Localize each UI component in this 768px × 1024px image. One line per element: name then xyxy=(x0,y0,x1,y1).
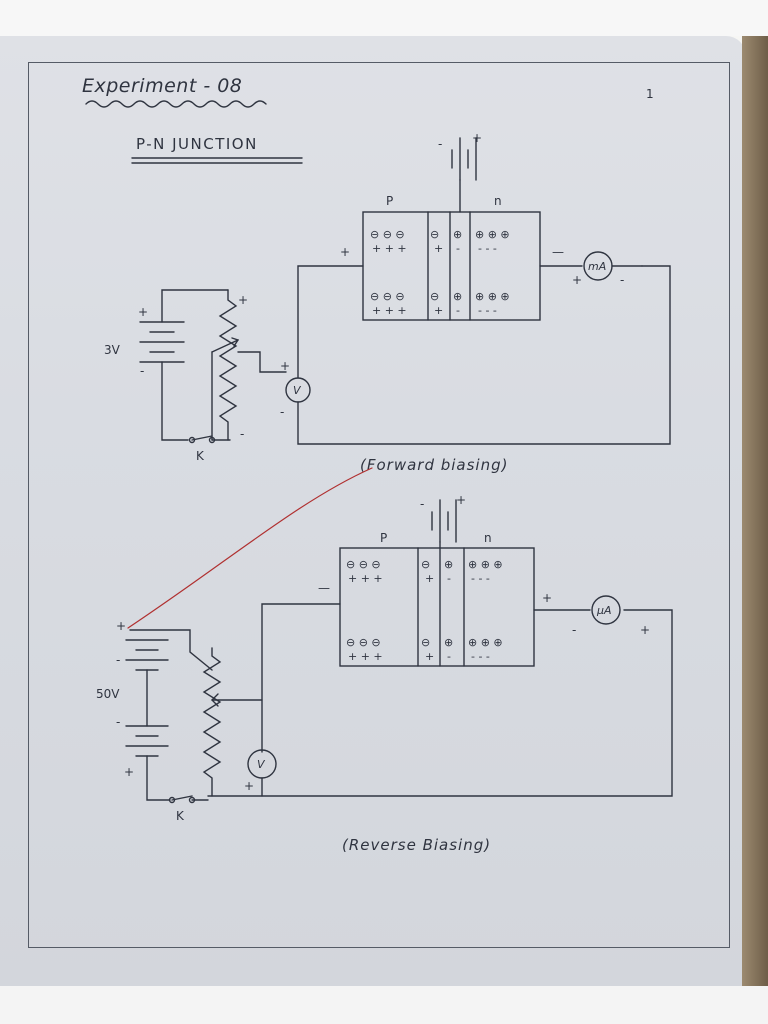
reverse-battery-icon: + - - + 50V xyxy=(96,619,213,801)
svg-text:⊖ ⊖ ⊖: ⊖ ⊖ ⊖ xyxy=(346,636,381,649)
reverse-n-label: n xyxy=(484,531,492,545)
svg-text:+: + xyxy=(542,591,552,605)
forward-n-label: n xyxy=(494,194,502,208)
svg-text:+ + +: + + + xyxy=(348,650,383,663)
forward-pn-junction: ⊖ ⊖ ⊖⊖⊕⊕ ⊕ ⊕ + + ++-- - - ⊖ ⊖ ⊖⊖⊕⊕ ⊕ ⊕ +… xyxy=(340,194,564,321)
svg-text:+: + xyxy=(280,359,290,373)
reverse-bias-circuit: - + ⊖ ⊖ ⊖⊖⊕⊕ ⊕ ⊕ + + ++-- - - ⊖ ⊖ ⊖⊖⊕⊕ ⊕… xyxy=(96,493,673,823)
svg-text:-: - xyxy=(456,242,460,255)
reverse-pn-junction: ⊖ ⊖ ⊖⊖⊕⊕ ⊕ ⊕ + + ++-- - - ⊖ ⊖ ⊖⊖⊕⊕ ⊕ ⊕ +… xyxy=(318,531,552,667)
forward-battery-voltage: 3V xyxy=(104,343,121,357)
svg-text:+: + xyxy=(340,245,350,259)
svg-text:⊕ ⊕ ⊕: ⊕ ⊕ ⊕ xyxy=(468,558,503,571)
svg-text:⊕ ⊕ ⊕: ⊕ ⊕ ⊕ xyxy=(468,636,503,649)
svg-text:-: - xyxy=(447,572,451,585)
page-border xyxy=(28,62,730,948)
svg-text:-: - xyxy=(456,304,460,317)
svg-text:⊖ ⊖ ⊖: ⊖ ⊖ ⊖ xyxy=(346,558,381,571)
svg-text:⊕: ⊕ xyxy=(453,290,462,303)
svg-text:+: + xyxy=(138,305,148,319)
reverse-ammeter-icon: μA - + xyxy=(572,595,650,637)
svg-text:+: + xyxy=(434,304,443,317)
forward-voltmeter-label: V xyxy=(293,384,302,397)
svg-text:- - -: - - - xyxy=(478,242,497,255)
svg-text:+ + +: + + + xyxy=(372,242,407,255)
reverse-key-icon: K xyxy=(168,795,209,823)
reverse-rheostat-icon xyxy=(202,647,263,797)
svg-text:-: - xyxy=(280,405,284,419)
experiment-title: Experiment - 08 xyxy=(82,75,242,97)
svg-text:- - -: - - - xyxy=(471,650,490,663)
svg-text:+: + xyxy=(456,493,466,507)
svg-text:+: + xyxy=(640,623,650,637)
svg-text:+: + xyxy=(244,779,254,793)
annotation-connector xyxy=(127,467,373,629)
svg-text:+: + xyxy=(238,293,248,307)
svg-text:+: + xyxy=(572,273,582,287)
forward-ammeter-icon: mA + - xyxy=(572,251,643,287)
svg-text:-: - xyxy=(620,273,624,287)
svg-text:⊖: ⊖ xyxy=(421,636,430,649)
forward-voltmeter-icon: V + - xyxy=(237,351,311,419)
forward-key-label: K xyxy=(196,449,205,463)
svg-text:-: - xyxy=(116,653,120,667)
reverse-key-label: K xyxy=(176,809,185,823)
svg-text:+ + +: + + + xyxy=(348,572,383,585)
scan-bottom-margin xyxy=(0,986,768,1024)
page-number: 1 xyxy=(646,87,654,101)
svg-text:+: + xyxy=(434,242,443,255)
svg-text:⊖: ⊖ xyxy=(430,228,439,241)
reverse-battery-voltage: 50V xyxy=(96,687,120,701)
svg-text:+: + xyxy=(425,650,434,663)
svg-text:-: - xyxy=(447,650,451,663)
svg-text:—: — xyxy=(318,581,330,595)
notebook-page xyxy=(0,36,746,988)
svg-text:⊕: ⊕ xyxy=(444,636,453,649)
svg-text:⊕ ⊕ ⊕: ⊕ ⊕ ⊕ xyxy=(475,228,510,241)
svg-text:- - -: - - - xyxy=(478,304,497,317)
svg-text:- - -: - - - xyxy=(471,572,490,585)
forward-junction-cell: - + xyxy=(438,131,482,213)
svg-text:-: - xyxy=(240,427,244,441)
svg-text:⊕ ⊕ ⊕: ⊕ ⊕ ⊕ xyxy=(475,290,510,303)
reverse-p-label: P xyxy=(380,531,387,545)
forward-key-icon: K xyxy=(188,435,231,463)
svg-text:⊖: ⊖ xyxy=(430,290,439,303)
reverse-voltmeter-label: V xyxy=(257,758,266,771)
svg-text:-: - xyxy=(116,715,120,729)
svg-text:+: + xyxy=(472,131,482,145)
scan-top-margin xyxy=(0,0,768,36)
reverse-caption: (Reverse Biasing) xyxy=(342,836,491,854)
forward-bias-circuit: - + ⊖ ⊖ ⊖⊖⊕⊕ ⊕ ⊕ + + ++-- - - ⊖ ⊖ ⊖⊖⊕⊕ ⊕… xyxy=(104,131,671,463)
page-heading: P-N JUNCTION xyxy=(136,135,258,153)
svg-text:-: - xyxy=(438,137,442,151)
svg-text:⊕: ⊕ xyxy=(444,558,453,571)
forward-battery-icon: + - 3V xyxy=(104,289,229,441)
svg-text:—: — xyxy=(552,245,564,259)
svg-text:+ + +: + + + xyxy=(372,304,407,317)
svg-text:-: - xyxy=(572,623,576,637)
svg-text:⊖: ⊖ xyxy=(421,558,430,571)
svg-text:-: - xyxy=(140,364,144,378)
forward-caption: (Forward biasing) xyxy=(360,456,508,474)
reverse-junction-cell: - + xyxy=(420,493,466,549)
svg-text:+: + xyxy=(425,572,434,585)
reverse-voltmeter-icon: V + xyxy=(244,749,277,797)
desk-edge xyxy=(742,36,768,1024)
svg-text:+: + xyxy=(124,765,134,779)
reverse-ammeter-label: μA xyxy=(596,604,612,617)
forward-ammeter-label: mA xyxy=(588,260,606,273)
forward-rheostat-icon: + - xyxy=(211,289,248,441)
svg-text:-: - xyxy=(420,497,424,511)
svg-text:⊕: ⊕ xyxy=(453,228,462,241)
svg-text:+: + xyxy=(116,619,126,633)
forward-p-label: P xyxy=(386,194,393,208)
title-underline xyxy=(85,100,267,108)
svg-text:⊖ ⊖ ⊖: ⊖ ⊖ ⊖ xyxy=(370,290,405,303)
svg-text:⊖ ⊖ ⊖: ⊖ ⊖ ⊖ xyxy=(370,228,405,241)
